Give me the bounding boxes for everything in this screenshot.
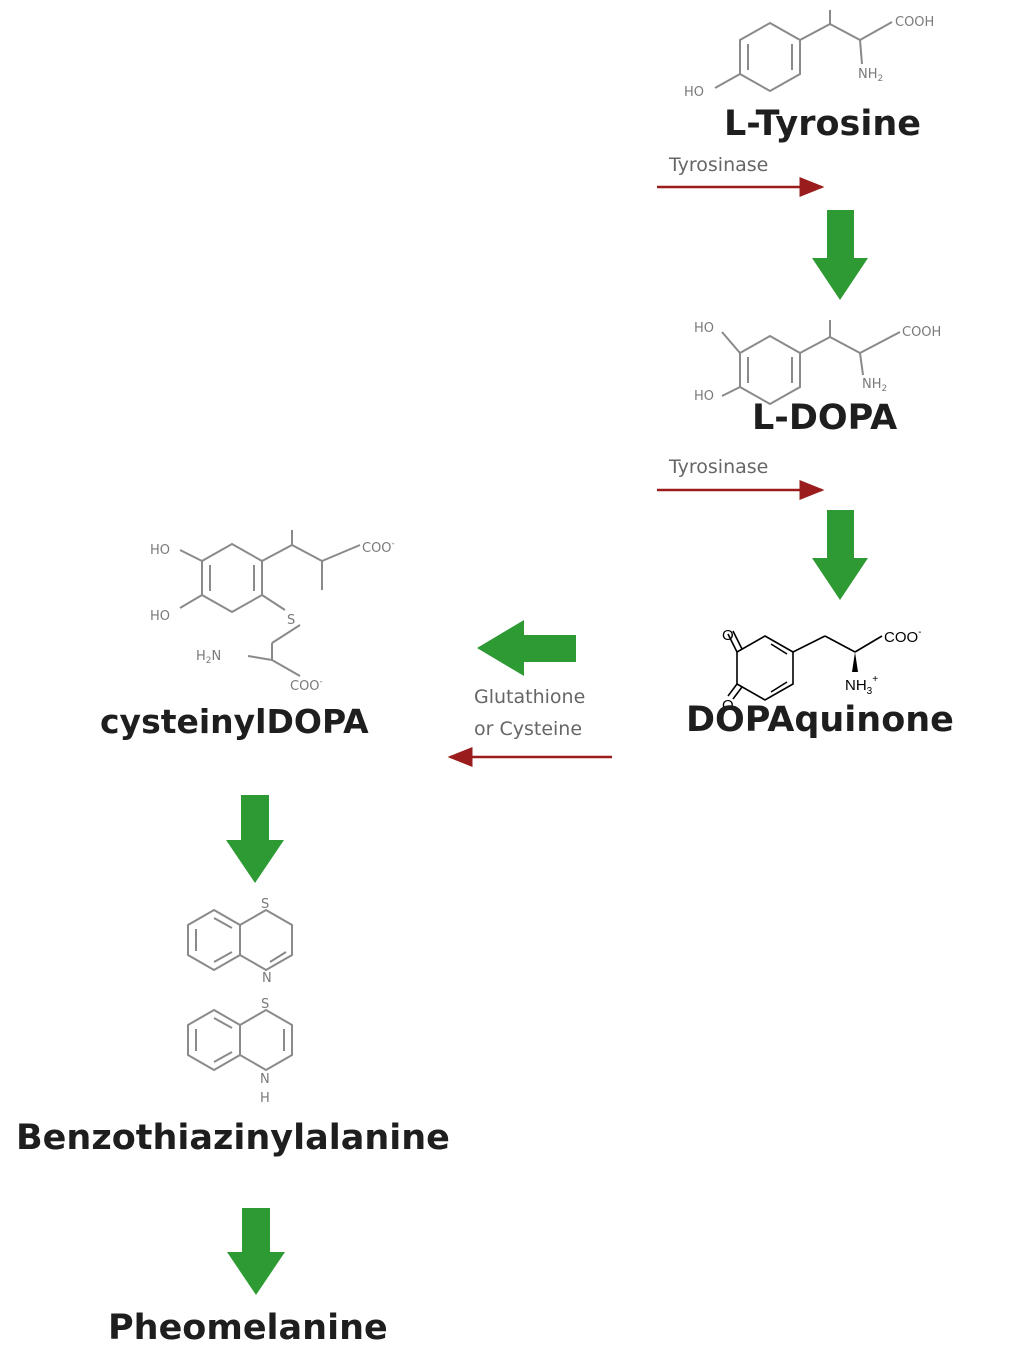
flow-arrow-down-3: [226, 795, 284, 883]
atom-cooh: COOH: [895, 15, 934, 30]
tyrosine-structure: HO COOH NH2: [684, 10, 934, 100]
label-enzyme-tyrosinase-2: Tyrosinase: [669, 456, 769, 478]
atom-ho: HO: [150, 609, 170, 624]
atom-h2n: H2N: [196, 649, 221, 666]
atom-cooh: COOH: [902, 325, 941, 340]
dopaquinone-structure: O O COO- NH3+: [722, 627, 922, 714]
label-enzyme-cysteine: or Cysteine: [474, 718, 583, 740]
flow-arrow-down-1: [812, 210, 868, 300]
label-enzyme-tyrosinase-1: Tyrosinase: [669, 154, 769, 176]
atom-nh3: NH3+: [845, 674, 878, 697]
benzothiazine-structure-1: S N: [187, 897, 293, 986]
label-cysteinyldopa: cysteinylDOPA: [100, 702, 369, 741]
flow-arrow-down-4: [227, 1208, 285, 1295]
atom-ho: HO: [684, 85, 704, 100]
atom-n: N: [262, 971, 272, 986]
benzothiazine-structure-2: S N H: [187, 997, 293, 1106]
atom-coo: COO-: [290, 677, 323, 694]
atom-nh2: NH2: [858, 67, 883, 84]
atom-coo: COO-: [884, 627, 922, 646]
atom-ho: HO: [150, 543, 170, 558]
atom-n: N: [260, 1072, 270, 1087]
atom-h: H: [260, 1091, 270, 1106]
atom-ho: HO: [694, 389, 714, 404]
atom-o: O: [722, 697, 734, 714]
label-dopa: L-DOPA: [752, 398, 898, 438]
atom-s: S: [261, 997, 269, 1012]
label-tyrosine: L-Tyrosine: [724, 104, 922, 144]
flow-arrow-left: [477, 620, 576, 676]
cysteinyldopa-structure: HO HO COO- S H2N COO-: [150, 530, 395, 694]
dopa-structure: HO HO COOH NH2: [694, 320, 941, 406]
atom-nh2: NH2: [862, 377, 887, 394]
label-benzothiazinylalanine: Benzothiazinylalanine: [16, 1118, 450, 1158]
atom-ho: HO: [694, 321, 714, 336]
atom-s: S: [287, 613, 295, 628]
flow-arrow-down-2: [812, 510, 868, 600]
atom-s: S: [261, 897, 269, 912]
label-dopaquinone: DOPAquinone: [686, 700, 954, 740]
atom-o: O: [722, 627, 734, 644]
label-enzyme-glutathione: Glutathione: [474, 686, 586, 708]
atom-coo: COO-: [362, 539, 395, 556]
label-pheomelanine: Pheomelanine: [108, 1308, 388, 1348]
